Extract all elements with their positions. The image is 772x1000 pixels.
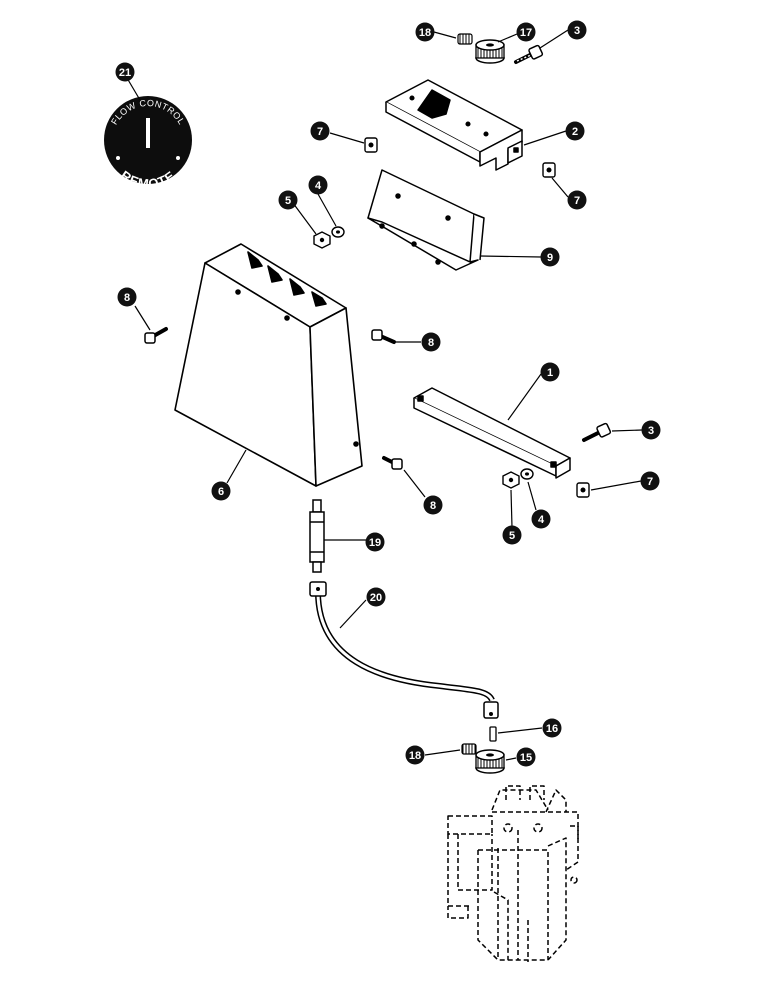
flow-control-remote-decal: FLOW CONTROL REMOTE (104, 96, 192, 191)
callout-pin: 16 (542, 718, 562, 738)
mounting-bracket (385, 79, 523, 171)
callout-number: 7 (574, 195, 580, 207)
clip-nut-lower (576, 482, 590, 498)
callout-number: 3 (574, 25, 580, 37)
callout-lock-washer-upper: 4 (308, 175, 328, 195)
callout-cover-shroud: 6 (211, 481, 231, 501)
control-valve-phantom (447, 785, 579, 962)
angle-bracket (367, 169, 485, 271)
nut-lower (502, 471, 520, 489)
bolt-right (371, 329, 396, 344)
callout-set-screw-lower: 18 (405, 745, 425, 765)
callout-number: 18 (409, 750, 421, 762)
callout-number: 16 (546, 723, 558, 735)
callout-clip-nut-lower: 7 (640, 471, 660, 491)
callout-bolt-lower: 8 (423, 495, 443, 515)
pin (489, 726, 497, 742)
bolt-lower (382, 456, 403, 470)
callout-set-screw-upper: 18 (415, 22, 435, 42)
callout-bubbles: 21 18 17 3 2 7 7 4 5 9 8 8 1 3 6 8 7 5 4 19 20 16 18 15 (115, 20, 661, 767)
callout-number: 19 (369, 537, 381, 549)
callout-number: 8 (124, 292, 130, 304)
callout-bolt-lower: 3 (641, 420, 661, 440)
callout-number: 2 (572, 126, 578, 138)
callout-number: 4 (538, 514, 545, 526)
callout-nut-lower: 5 (502, 525, 522, 545)
svg-text:REMOTE: REMOTE (118, 168, 178, 192)
callout-number: 21 (119, 67, 131, 79)
callout-number: 5 (509, 530, 515, 542)
callout-clip-nut-left: 7 (310, 121, 330, 141)
callout-knob-upper: 17 (516, 22, 536, 42)
bolt-left (144, 327, 168, 344)
bolt-upper (514, 44, 544, 64)
callout-number: 1 (547, 367, 553, 379)
callout-number: 7 (647, 476, 653, 488)
callout-bolt-right: 8 (421, 332, 441, 352)
callout-angle-bracket: 9 (540, 247, 560, 267)
lock-washer-upper (331, 226, 345, 238)
callout-bolt-left: 8 (117, 287, 137, 307)
callout-number: 5 (285, 195, 291, 207)
callout-number: 7 (317, 126, 323, 138)
callout-number: 18 (419, 27, 431, 39)
set-screw-upper (457, 33, 473, 45)
control-cable (309, 581, 499, 719)
callout-number: 9 (547, 252, 553, 264)
callout-control-cable: 20 (366, 587, 386, 607)
bolt-lower-3 (582, 422, 612, 442)
callout-lock-washer-lower: 4 (531, 509, 551, 529)
decal-center-mark (146, 118, 150, 148)
lock-washer-lower (520, 468, 534, 480)
decal-bottom-text: REMOTE (118, 168, 177, 192)
callout-number: 8 (430, 500, 436, 512)
knob-lower (475, 749, 505, 774)
callout-number: 3 (648, 425, 654, 437)
set-screw-lower (461, 743, 477, 755)
callout-number: 8 (428, 337, 434, 349)
clip-nut-right (542, 162, 556, 178)
knob-upper (475, 39, 505, 64)
callout-number: 15 (520, 752, 532, 764)
support-bracket (413, 387, 571, 479)
callout-clip-nut-right: 7 (567, 190, 587, 210)
leader-lines (126, 29, 643, 761)
callout-flow-control-remote-decal: 21 (115, 62, 135, 82)
cover-shroud (174, 243, 363, 487)
clip-nut-left (364, 137, 378, 153)
callout-adapter-rod: 19 (365, 532, 385, 552)
callout-number: 4 (315, 180, 322, 192)
nut-upper (313, 231, 331, 249)
callout-bolt-upper: 3 (567, 20, 587, 40)
callout-support-bracket: 1 (540, 362, 560, 382)
adapter-rod (309, 499, 325, 573)
callout-knob-lower: 15 (516, 747, 536, 767)
callout-nut-upper: 5 (278, 190, 298, 210)
callout-number: 20 (370, 592, 382, 604)
callout-number: 17 (520, 27, 532, 39)
callout-number: 6 (218, 486, 224, 498)
callout-mounting-bracket: 2 (565, 121, 585, 141)
